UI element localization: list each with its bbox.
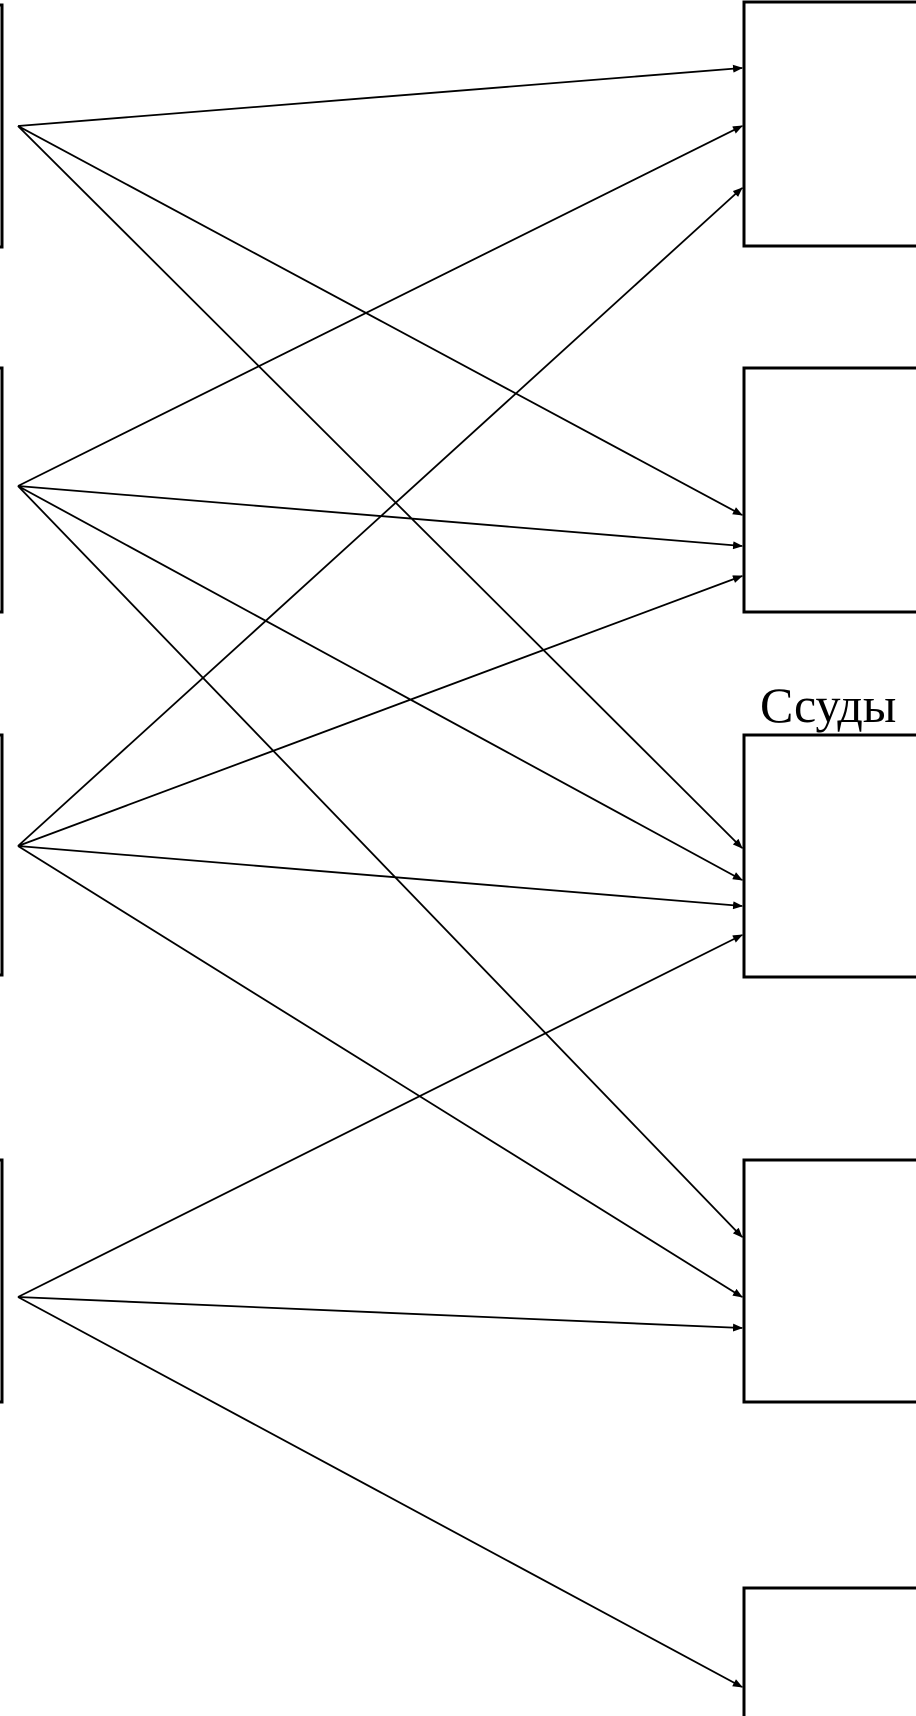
right-box-1 — [742, 0, 916, 248]
arrow-3-to-3 — [17, 845, 743, 910]
right-box-2 — [742, 366, 916, 614]
right-box-3 — [742, 733, 916, 979]
arrows-group — [17, 64, 743, 1688]
left-box-2 — [0, 366, 4, 614]
arrow-1-to-3 — [17, 125, 743, 849]
left-box-1 — [0, 3, 4, 249]
arrow-1-to-1 — [17, 64, 743, 127]
right-box-4 — [742, 1158, 916, 1404]
arrow-1-to-2 — [17, 125, 743, 516]
label-ssudy: Ссуды — [760, 677, 896, 733]
right-box-5 — [742, 1586, 916, 1716]
arrow-2-to-1 — [17, 125, 743, 487]
arrow-4-to-5 — [17, 1296, 743, 1688]
left-boxes — [0, 3, 4, 1404]
arrow-2-to-4 — [17, 485, 743, 1238]
arrow-3-to-2 — [17, 575, 743, 847]
arrow-3-to-1 — [17, 187, 743, 847]
left-box-3 — [0, 733, 4, 977]
arrow-4-to-4 — [17, 1296, 743, 1332]
arrow-3-to-4 — [17, 845, 743, 1298]
left-box-4 — [0, 1158, 4, 1404]
arrow-4-to-3 — [17, 934, 743, 1298]
arrow-2-to-3 — [17, 485, 743, 881]
right-boxes — [742, 0, 916, 1716]
